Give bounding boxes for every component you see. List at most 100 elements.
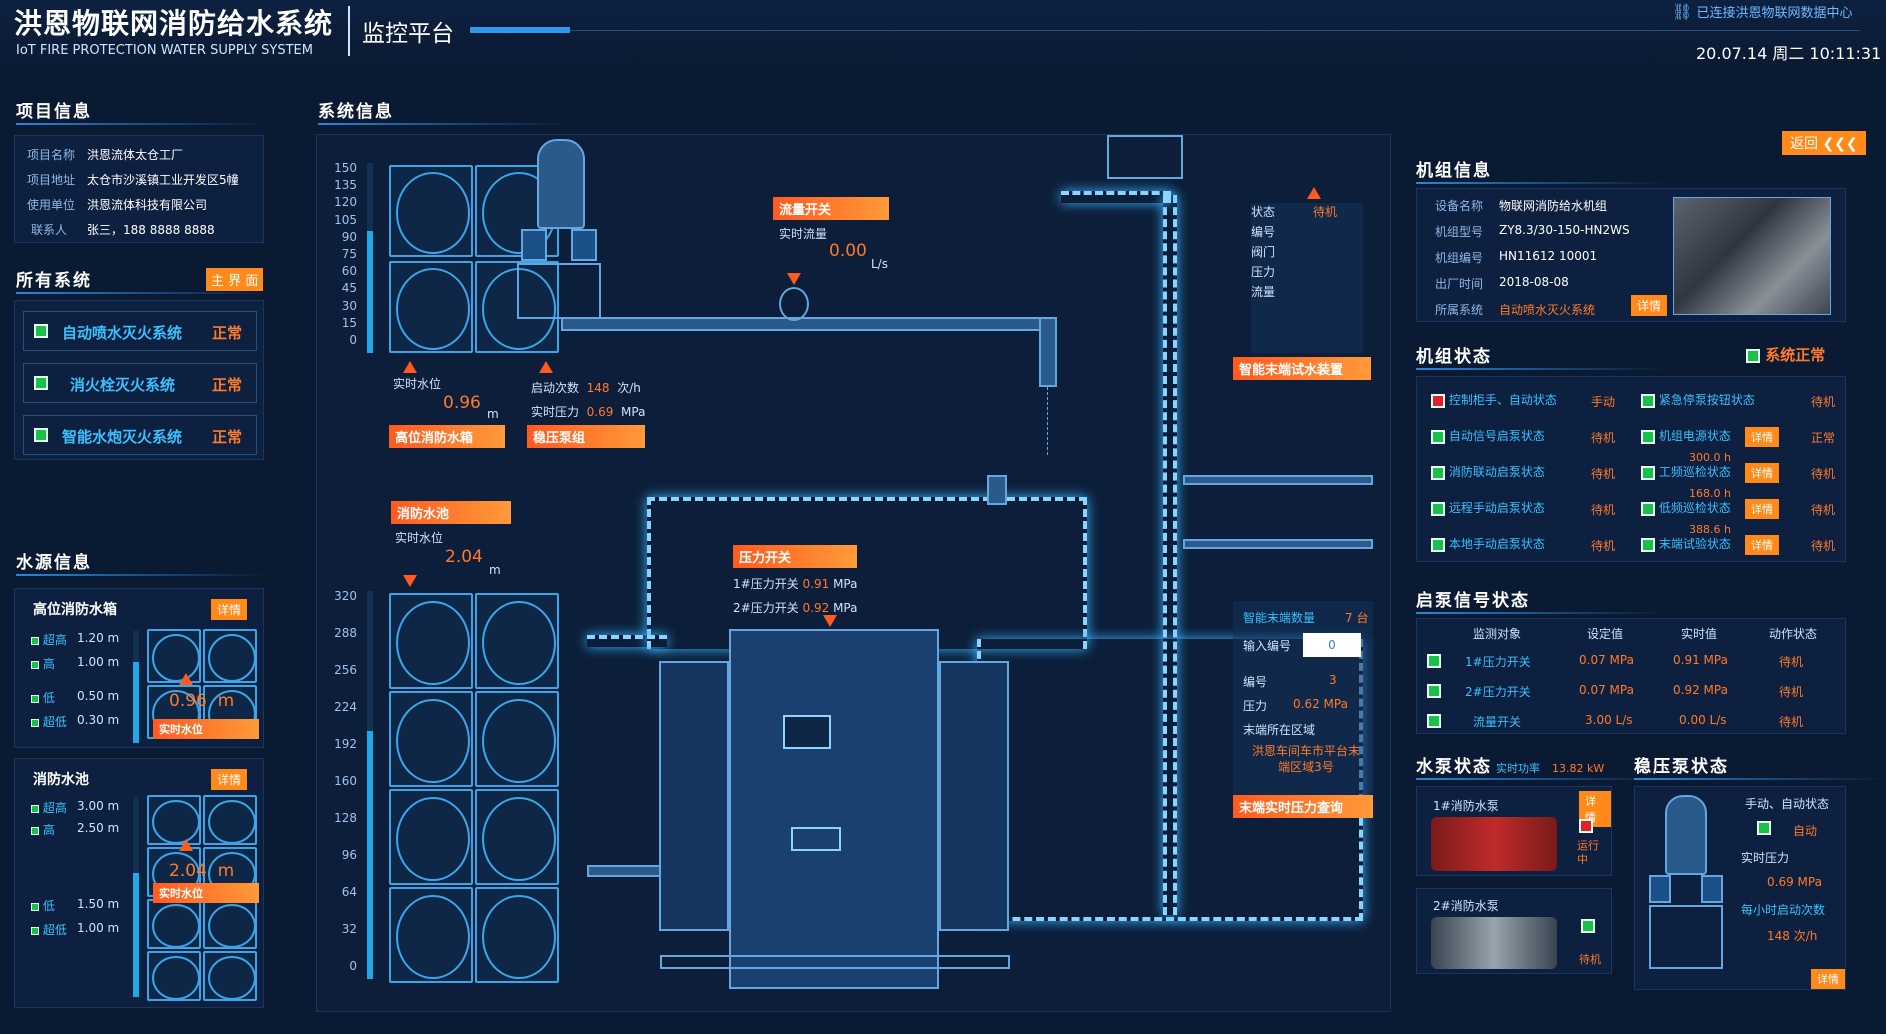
- unit-value: 自动喷水灭火系统: [1499, 303, 1596, 317]
- pressure-tank: [1665, 795, 1707, 875]
- stab-mode-key: 手动、自动状态: [1745, 797, 1830, 811]
- back-button[interactable]: 返回 ❮❮❮: [1782, 131, 1866, 155]
- tank2-gauge: [133, 797, 139, 997]
- scale-tick: 192: [334, 737, 357, 751]
- main-cabinet: [729, 629, 939, 989]
- endquery-name[interactable]: 末端实时压力查询: [1233, 795, 1373, 818]
- unit-value: 2018-08-08: [1499, 275, 1569, 289]
- tank-cell: [147, 795, 201, 845]
- scale-tick: 128: [334, 811, 357, 825]
- signal-setpoint: 3.00 L/s: [1585, 713, 1633, 727]
- unit-detail-button[interactable]: 详情: [1631, 295, 1668, 316]
- state-value: 待机: [1811, 395, 1836, 409]
- status-indicator: [1641, 429, 1655, 444]
- state-value: 待机: [1591, 539, 1616, 553]
- level-marker: [31, 826, 39, 835]
- end-test-detail-button[interactable]: 详情: [1745, 535, 1779, 555]
- scale-tick: 90: [341, 229, 357, 244]
- status-indicator: [1431, 537, 1445, 552]
- pool-diagram: [389, 593, 559, 985]
- pump-assembly: [659, 661, 729, 931]
- tank1-level-bar: [133, 662, 139, 743]
- pump1-detail-button[interactable]: 详情: [1579, 791, 1611, 827]
- power-detail-button[interactable]: 详情: [1745, 427, 1779, 447]
- pump1-name: 1#消防水泵: [1433, 799, 1499, 813]
- pump2-state: 待机: [1579, 953, 1601, 966]
- signal-actual: 0.91 MPa: [1673, 653, 1728, 667]
- power-frequency-detail-button[interactable]: 详情: [1745, 463, 1779, 483]
- level-key: 低: [42, 691, 55, 705]
- pump-frame: [517, 263, 601, 319]
- pump-motor: [1649, 875, 1671, 903]
- water-heading: 水源信息: [16, 548, 266, 576]
- state-panel: 控制柜手、自动状态 手动 自动信号启泵状态 待机 消防联动启泵状态 待机 远程手…: [1416, 376, 1846, 562]
- scale-tick: 0: [349, 959, 357, 973]
- unit-key: 出厂时间: [1435, 277, 1484, 291]
- signal-setpoint: 0.07 MPa: [1579, 653, 1634, 667]
- tank2-title: 消防水池: [33, 772, 89, 788]
- hightank-diagram: [389, 165, 559, 355]
- flow-meter-icon: [779, 287, 809, 321]
- app-subtitle: IoT FIRE PROTECTION WATER SUPPLY SYSTEM: [16, 43, 313, 58]
- stab-detail-button[interactable]: 详情: [1811, 969, 1845, 989]
- systems-panel: 自动喷水灭火系统 正常 消火栓灭火系统 正常 智能水炮灭火系统 正常: [14, 300, 264, 460]
- signal-object: 1#压力开关: [1465, 655, 1531, 669]
- pool-value: 2.04: [445, 547, 483, 567]
- home-button[interactable]: 主 界 面: [206, 268, 264, 291]
- unit-panel: 设备名称 物联网消防给水机组 机组型号 ZY8.3/30-150-HN2WS 机…: [1416, 188, 1846, 322]
- tank2-level-bar: [133, 873, 139, 997]
- system-item[interactable]: 消火栓灭火系统 正常: [23, 363, 257, 403]
- level-marker: [31, 660, 39, 669]
- system-status: 正常: [212, 376, 243, 394]
- pump-assembly: [939, 661, 1009, 931]
- connection-status[interactable]: ⛓ 已连接洪恩物联网数据中心: [1672, 2, 1853, 21]
- tank1-label: 实时水位: [153, 719, 259, 739]
- stab-panel: 手动、自动状态 自动 实时压力 0.69 MPa 每小时启动次数 148 次/h…: [1634, 786, 1846, 990]
- pool-gauge: [367, 591, 373, 979]
- app-title: 洪恩物联网消防给水系统: [14, 7, 334, 40]
- tank1-detail-button[interactable]: 详情: [211, 599, 248, 620]
- level-key: 高: [42, 823, 55, 837]
- signal-setpoint: 0.07 MPa: [1579, 683, 1634, 697]
- state-label: 机组电源状态: [1658, 429, 1731, 443]
- status-indicator: [34, 376, 48, 390]
- state-value: 待机: [1811, 539, 1836, 553]
- tank-cell: [475, 593, 559, 689]
- level-marker: [31, 718, 39, 727]
- scale-tick: 64: [341, 885, 357, 899]
- system-item[interactable]: 自动喷水灭火系统 正常: [23, 311, 257, 351]
- tank-cell: [203, 629, 257, 683]
- status-indicator: [34, 324, 48, 338]
- endtest-name[interactable]: 智能末端试水装置: [1233, 357, 1371, 380]
- signal-heading: 启泵信号状态: [1416, 586, 1666, 614]
- tank-cell: [203, 899, 257, 949]
- tank-cell: [389, 593, 473, 689]
- project-panel: 项目名称 洪恩流体太仓工厂 项目地址 太仓市沙溪镇工业开发区5幢 使用单位 洪恩…: [14, 135, 264, 243]
- pool-label: 实时水位: [395, 531, 444, 545]
- system-name: 消火栓灭火系统: [70, 376, 176, 394]
- scale-tick: 15: [341, 315, 357, 330]
- hightank-gauge: [367, 163, 373, 353]
- signal-state: 待机: [1779, 685, 1804, 699]
- header: 洪恩物联网消防给水系统 IoT FIRE PROTECTION WATER SU…: [0, 0, 1886, 70]
- tank2-detail-button[interactable]: 详情: [211, 769, 248, 790]
- endquery-no-key: 编号: [1243, 675, 1268, 689]
- booster-row: 启动次数 148 次/h: [531, 381, 641, 395]
- unit-value: ZY8.3/30-150-HN2WS: [1499, 223, 1630, 237]
- endquery-number-input[interactable]: [1303, 633, 1361, 657]
- low-frequency-detail-button[interactable]: 详情: [1745, 499, 1779, 519]
- unit-photo[interactable]: [1673, 197, 1831, 315]
- pressure-row: 1#压力开关 0.91 MPa: [733, 577, 858, 591]
- system-item[interactable]: 智能水炮灭火系统 正常: [23, 415, 257, 455]
- project-heading: 项目信息: [16, 97, 266, 125]
- table-row: 2#压力开关 0.07 MPa 0.92 MPa 待机: [1417, 677, 1847, 705]
- stab-pressure-key: 实时压力: [1741, 851, 1790, 865]
- stab-pump-diagram: [1649, 795, 1723, 975]
- link-icon: ⛓: [1672, 2, 1693, 21]
- project-key: 使用单位: [27, 198, 76, 212]
- endquery-p-value: 0.62 MPa: [1293, 697, 1348, 711]
- level-value: 1.20 m: [77, 631, 120, 645]
- system-status: 正常: [212, 428, 243, 446]
